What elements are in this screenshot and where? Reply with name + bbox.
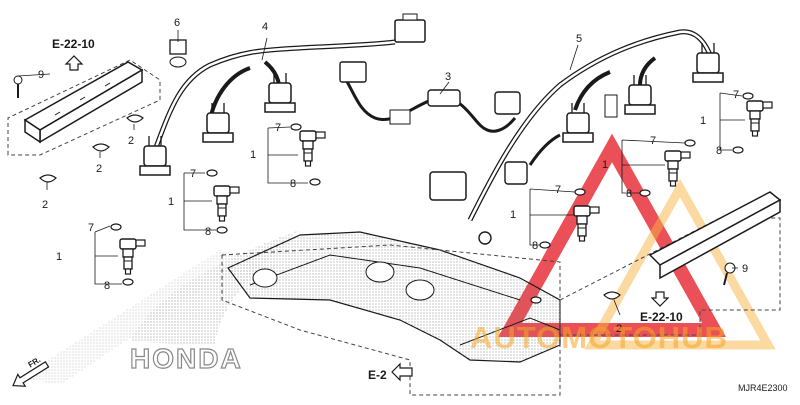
callout-7-b: 7 xyxy=(190,168,196,180)
fuel-rail-right xyxy=(648,191,782,286)
callout-2-b: 2 xyxy=(96,163,102,175)
callout-1-c: 1 xyxy=(250,149,256,161)
callout-3: 3 xyxy=(445,71,451,83)
callout-6: 6 xyxy=(174,17,180,29)
callout-8-c: 8 xyxy=(290,178,296,190)
callout-labels: 6 4 5 3 9 9 2 2 2 2 1 7 8 1 7 8 1 7 8 1 … xyxy=(38,17,748,335)
callout-7-f: 7 xyxy=(555,184,561,196)
ref-e-2: E-2 xyxy=(368,362,413,382)
leader-lines xyxy=(17,30,745,316)
sub-harness-3 xyxy=(339,61,521,133)
harness-connectors-right xyxy=(429,94,618,245)
callout-2-d: 2 xyxy=(616,323,622,335)
callout-1-b: 1 xyxy=(168,196,174,208)
callout-7-a: 7 xyxy=(88,222,94,234)
ref-label-bottom: E-22-10 xyxy=(640,310,683,324)
callout-4: 4 xyxy=(262,21,268,33)
callout-8-e: 8 xyxy=(626,188,632,200)
watermark-wordmark: AUTOMOTOHUB xyxy=(470,320,728,355)
down-arrow-icon xyxy=(650,291,670,307)
ref-e-22-10-top: E-22-10 xyxy=(52,37,95,71)
callout-1-d: 1 xyxy=(700,115,706,127)
clip-parts xyxy=(39,114,621,300)
ref-label-e2: E-2 xyxy=(368,368,387,382)
wire-harness-5 xyxy=(467,29,715,222)
watermark-text: AUTOMOTOHUB xyxy=(470,320,728,355)
frame-body xyxy=(227,231,561,363)
diagram-code: MJR4E2300 xyxy=(738,383,788,393)
honda-wordmark: HONDA xyxy=(130,343,243,374)
front-arrow-icon xyxy=(12,361,50,387)
callout-5: 5 xyxy=(576,33,582,45)
callout-8-b: 8 xyxy=(205,226,211,238)
callout-7-e: 7 xyxy=(650,135,656,147)
callout-9-right: 9 xyxy=(742,263,748,275)
callout-8-d: 8 xyxy=(716,145,722,157)
up-arrow-icon xyxy=(64,55,84,71)
callout-1-e: 1 xyxy=(602,159,608,171)
front-arrow: FR. xyxy=(12,355,50,387)
callout-8-a: 8 xyxy=(104,280,110,292)
callout-8-f: 8 xyxy=(532,240,538,252)
callout-2-a: 2 xyxy=(128,135,134,147)
callout-1-f: 1 xyxy=(510,209,516,221)
ref-label-top: E-22-10 xyxy=(52,37,95,51)
callout-7-d: 7 xyxy=(733,89,739,101)
left-arrow-icon xyxy=(391,362,413,382)
harness-connector-top xyxy=(169,13,426,68)
o-rings xyxy=(110,92,754,304)
callout-2-c: 2 xyxy=(42,199,48,211)
callout-7-c: 7 xyxy=(275,122,281,134)
callout-9-left: 9 xyxy=(38,69,44,81)
fuel-rail-left xyxy=(13,61,144,144)
ignition-coil-boots-right xyxy=(562,42,724,143)
watermark-logo xyxy=(498,133,776,350)
callout-1-a: 1 xyxy=(56,251,62,263)
ref-e-22-10-bottom: E-22-10 xyxy=(640,291,683,324)
